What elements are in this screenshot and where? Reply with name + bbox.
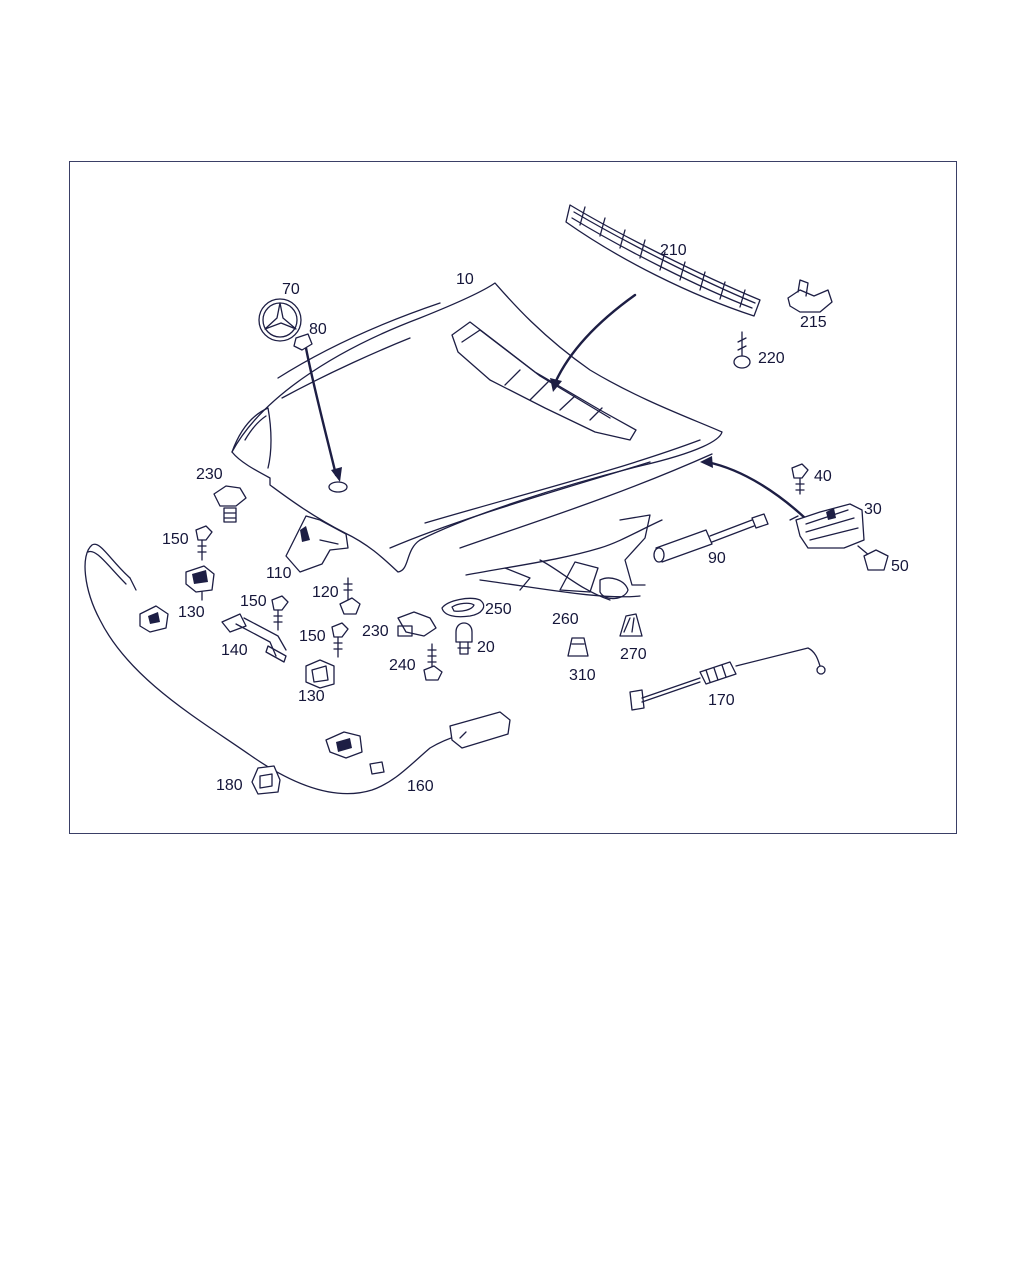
bolt-150-c <box>331 622 349 658</box>
label-110: 110 <box>266 565 292 582</box>
label-230-b: 230 <box>362 623 389 640</box>
screw-220 <box>733 331 751 369</box>
release-cable-160 <box>84 543 511 795</box>
bolt-150-b <box>271 595 289 631</box>
label-20: 20 <box>477 639 495 656</box>
label-310: 310 <box>569 667 596 684</box>
label-180: 180 <box>216 777 243 794</box>
cap-310 <box>567 637 589 657</box>
bolt-120 <box>339 577 361 615</box>
cable-end-bracket <box>139 605 169 633</box>
release-handle-bracket <box>325 731 363 759</box>
label-150-a: 150 <box>162 531 189 548</box>
support-bracket-140 <box>221 613 287 663</box>
label-90: 90 <box>708 550 726 567</box>
buffer-230-top <box>213 485 247 523</box>
bolt-150-a <box>195 525 213 561</box>
pin-20 <box>455 622 473 655</box>
grille-clip <box>787 279 833 313</box>
bowden-cable-170 <box>629 647 826 711</box>
label-170: 170 <box>708 692 735 709</box>
latch-130-a <box>185 565 215 601</box>
label-70: 70 <box>282 281 300 298</box>
label-10: 10 <box>456 271 474 288</box>
diagram-frame <box>69 161 957 834</box>
emblem-mount-hole <box>328 481 348 493</box>
label-210: 210 <box>660 242 687 259</box>
seal-250 <box>441 597 485 618</box>
star-emblem <box>258 298 302 342</box>
label-130-b: 130 <box>298 688 325 705</box>
label-260: 260 <box>552 611 579 628</box>
label-50: 50 <box>891 558 909 575</box>
hinge-30 <box>789 503 865 549</box>
label-40: 40 <box>814 468 832 485</box>
label-120: 120 <box>312 584 339 601</box>
part-labels: 10 20 30 40 50 70 80 90 110 120 130 130 … <box>162 242 909 795</box>
label-270: 270 <box>620 646 647 663</box>
label-130-a: 130 <box>178 604 205 621</box>
label-220: 220 <box>758 350 785 367</box>
clip-270 <box>619 613 643 637</box>
label-230-a: 230 <box>196 466 223 483</box>
label-80: 80 <box>309 321 327 338</box>
bolt-40 <box>791 463 809 495</box>
cable-clip-180 <box>251 765 281 795</box>
label-160: 160 <box>407 778 434 795</box>
label-140: 140 <box>221 642 248 659</box>
label-215: 215 <box>800 314 827 331</box>
bolt-240 <box>423 643 443 681</box>
label-250: 250 <box>485 601 512 618</box>
grommet-80 <box>293 333 313 351</box>
label-240: 240 <box>389 657 416 674</box>
air-intake-grille <box>565 204 761 317</box>
label-30: 30 <box>864 501 882 518</box>
label-150-c: 150 <box>299 628 326 645</box>
latch-130-b <box>305 659 335 689</box>
hinge-bracket-110 <box>285 515 349 573</box>
bolt-50 <box>857 545 889 571</box>
arrows <box>304 293 807 520</box>
buffer-230-center <box>397 611 437 637</box>
gas-strut-90 <box>653 513 769 563</box>
label-150-b: 150 <box>240 593 267 610</box>
